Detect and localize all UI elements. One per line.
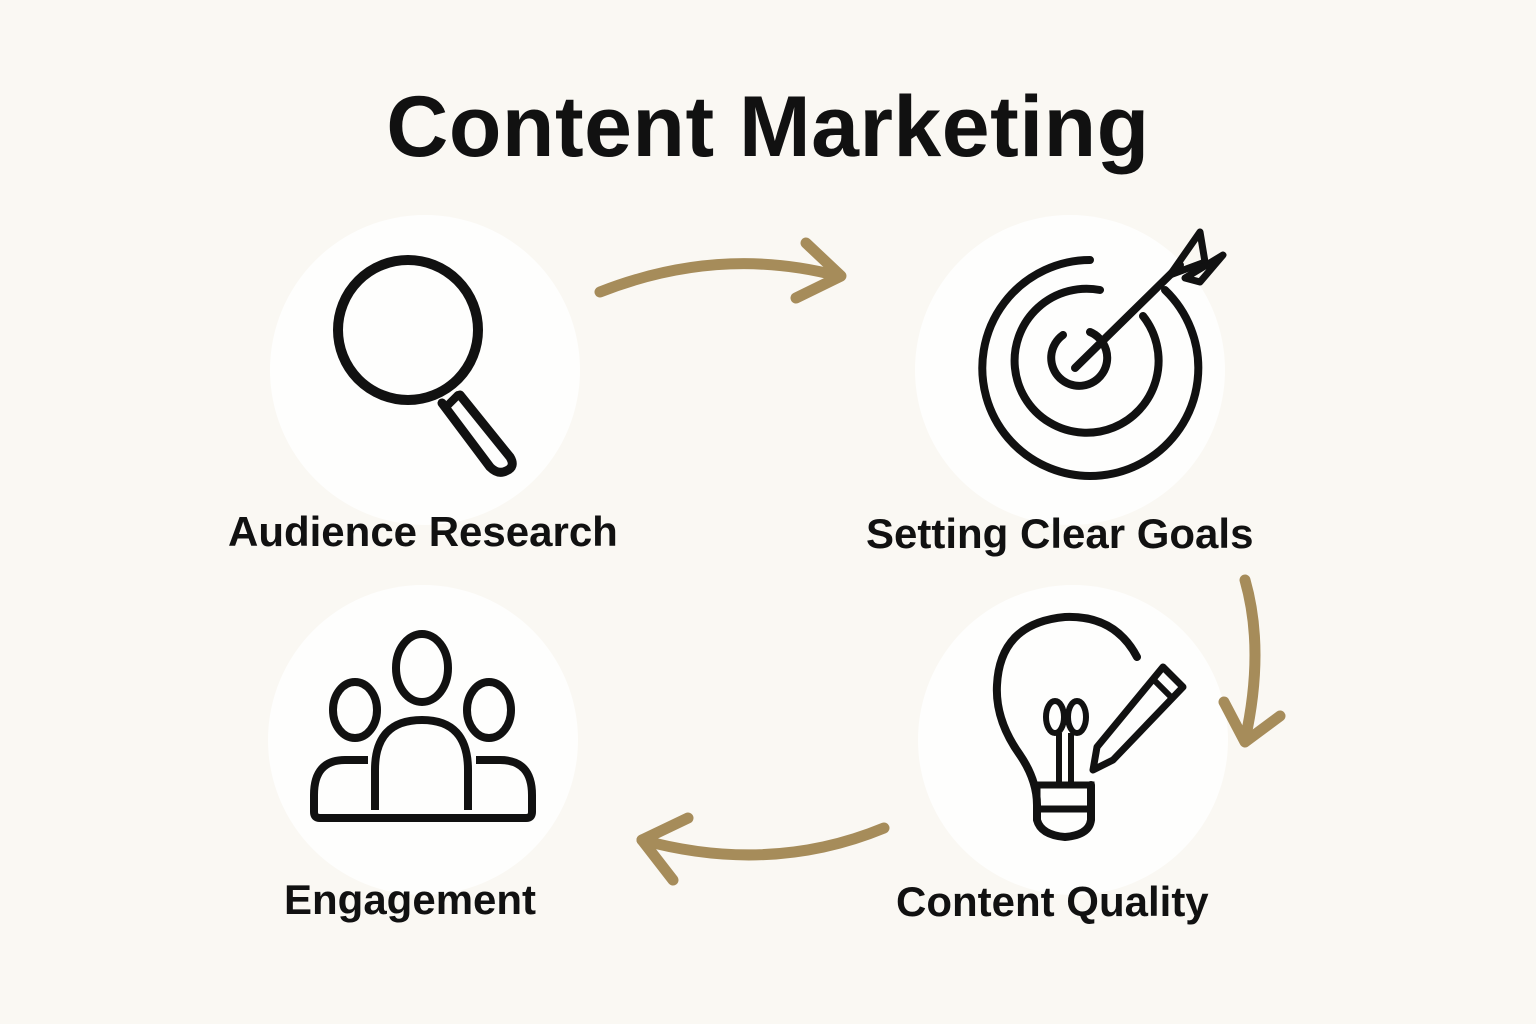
people-group-icon [310, 630, 536, 822]
diagram-title: Content Marketing [386, 79, 1150, 175]
content-quality-label: Content Quality [896, 878, 1209, 925]
engagement-label: Engagement [284, 876, 537, 923]
audience-research-label: Audience Research [228, 508, 618, 555]
lightbulb-pencil-icon [992, 612, 1187, 841]
magnifying-glass-icon [333, 255, 517, 477]
setting-clear-goals-label: Setting Clear Goals [866, 510, 1254, 557]
target-arrow-icon [978, 228, 1227, 480]
